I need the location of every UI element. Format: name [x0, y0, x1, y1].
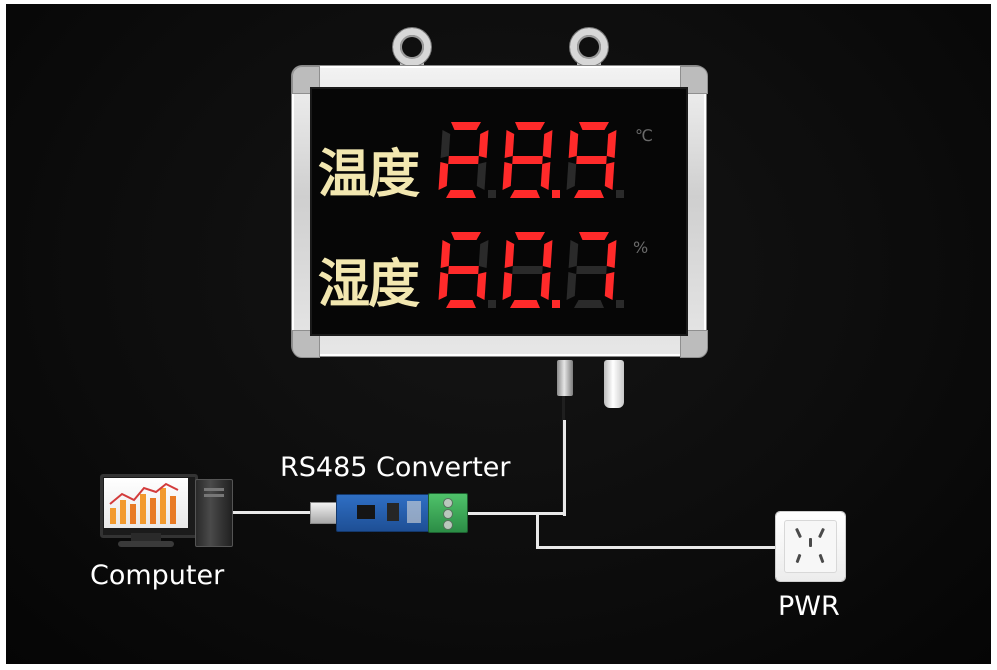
converter-label: RS485 Converter — [280, 452, 511, 483]
segment-b — [606, 130, 617, 158]
temperature-label: 温度 — [318, 145, 420, 205]
segment-f — [440, 130, 451, 158]
power-label: PWR — [778, 591, 840, 622]
segment-f — [440, 240, 451, 268]
segment-e — [566, 272, 577, 300]
decimal-point — [616, 300, 624, 308]
power-branch-horizontal-line — [536, 546, 776, 549]
segment-b — [478, 240, 489, 268]
segment-g — [512, 156, 543, 164]
vertical-cable — [563, 420, 566, 516]
decimal-point — [616, 190, 624, 198]
segment-c — [476, 272, 487, 300]
drive-bay — [204, 494, 224, 497]
terminal-block-icon — [428, 493, 468, 533]
temperature-digits — [438, 122, 624, 198]
segment-a — [451, 232, 481, 240]
segment-e — [438, 272, 449, 300]
socket-hole — [809, 538, 812, 547]
sensor-probe-icon — [604, 360, 624, 408]
display-screen — [310, 87, 688, 336]
screw-icon — [443, 509, 453, 519]
segment-b — [542, 130, 553, 158]
decimal-point — [552, 190, 560, 198]
segment-g — [576, 266, 607, 274]
decimal-point — [488, 190, 496, 198]
socket-faceplate — [784, 520, 837, 573]
left-hanging-ring-icon — [393, 28, 431, 66]
socket-hole — [795, 553, 802, 564]
segment-a — [515, 232, 545, 240]
segment-d — [510, 190, 540, 198]
segment-g — [576, 156, 607, 164]
computer-to-converter-line — [232, 511, 310, 514]
segment-g — [448, 156, 479, 164]
segment-c — [604, 162, 615, 190]
cable-connector-icon — [557, 360, 573, 396]
segment-e — [502, 162, 513, 190]
chip-icon — [357, 505, 375, 519]
temperature-unit: ℃ — [635, 126, 653, 145]
converter-to-cable-line — [466, 512, 566, 515]
segment-a — [515, 122, 545, 130]
humidity-label: 湿度 — [318, 255, 420, 315]
segment-g — [448, 266, 479, 274]
segment-e — [438, 162, 449, 190]
segment-b — [606, 240, 617, 268]
segment-a — [579, 232, 609, 240]
screw-icon — [443, 520, 453, 530]
segment-c — [540, 272, 551, 300]
segment-a — [451, 122, 481, 130]
computer-screen — [104, 478, 188, 528]
usb-rs485-converter-icon — [336, 494, 432, 532]
chip-icon — [387, 503, 399, 521]
humidity-unit: % — [633, 238, 649, 257]
socket-hole — [795, 527, 802, 539]
drive-bay — [204, 488, 224, 491]
segment-f — [568, 240, 579, 268]
bar-chart-icon — [109, 482, 179, 524]
computer-tower-icon — [195, 479, 233, 547]
decimal-point — [552, 300, 560, 308]
socket-hole — [818, 553, 825, 564]
segment-d — [446, 300, 476, 308]
segment-c — [540, 162, 551, 190]
segment-b — [542, 240, 553, 268]
segment-e — [566, 162, 577, 190]
socket-hole — [818, 527, 825, 539]
segment-g — [512, 266, 543, 274]
frame-corner-bottom-right — [680, 330, 708, 358]
monitor-stand-base — [118, 541, 174, 547]
segment-f — [504, 130, 515, 158]
segment-c — [604, 272, 615, 300]
segment-c — [476, 162, 487, 190]
segment-f — [504, 240, 515, 268]
segment-d — [510, 300, 540, 308]
segment-b — [478, 130, 489, 158]
power-branch-vertical-line — [536, 512, 539, 548]
monitor-stand — [131, 533, 161, 541]
screw-icon — [443, 498, 453, 508]
segment-d — [574, 190, 604, 198]
segment-e — [502, 272, 513, 300]
humidity-digits — [438, 232, 624, 308]
segment-d — [446, 190, 476, 198]
computer-label: Computer — [90, 560, 225, 591]
right-hanging-ring-icon — [570, 28, 608, 66]
component-icon — [407, 501, 421, 523]
decimal-point — [488, 300, 496, 308]
segment-d — [574, 300, 604, 308]
segment-f — [568, 130, 579, 158]
segment-a — [579, 122, 609, 130]
